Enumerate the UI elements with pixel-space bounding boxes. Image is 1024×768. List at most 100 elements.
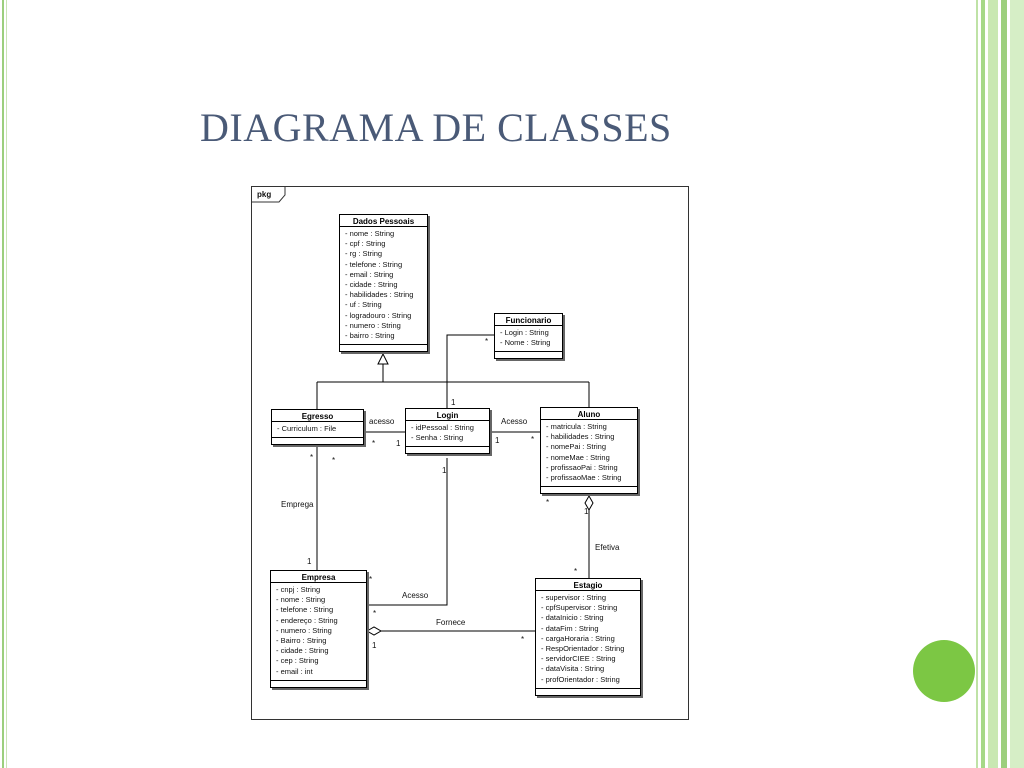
attribute: - email : String xyxy=(345,269,394,279)
attribute: - nome : String xyxy=(276,595,326,605)
pkg-label: pkg xyxy=(257,190,272,199)
attribute: - nomeMae : String xyxy=(546,452,610,462)
attribute: - bairro : String xyxy=(345,331,395,341)
multiplicity: * xyxy=(373,609,377,618)
attribute: - numero : String xyxy=(276,625,332,635)
attribute: - cnpj : String xyxy=(276,585,321,594)
assoc-label-emprega: Emprega xyxy=(281,500,314,509)
attribute: - habilidades : String xyxy=(546,432,615,442)
class-operations xyxy=(536,687,640,695)
generalization-arrow xyxy=(377,352,389,365)
attribute: - Nome : String xyxy=(500,338,551,348)
multiplicity: 1 xyxy=(451,398,456,407)
multiplicity: 1 xyxy=(396,439,401,448)
attribute: - rg : String xyxy=(345,249,383,259)
class-name: Estagio xyxy=(536,579,640,591)
attribute: - dataFim : String xyxy=(541,623,599,633)
attribute: - Bairro : String xyxy=(276,636,327,646)
attribute: - cidade : String xyxy=(345,280,398,290)
multiplicity: 1 xyxy=(307,557,312,566)
class-operations xyxy=(541,486,637,493)
multiplicity: 1 xyxy=(372,641,377,650)
attribute: - nomePai : String xyxy=(546,442,607,452)
attribute: - Senha : String xyxy=(411,433,464,443)
multiplicity: * xyxy=(369,575,373,584)
class-estagio: Estagio - supervisor : String - cpfSuper… xyxy=(535,578,641,696)
multiplicity: 1 xyxy=(442,466,447,475)
attribute: - numero : String xyxy=(345,320,401,330)
accent-circle xyxy=(913,640,975,702)
attribute: - matricula : String xyxy=(546,422,607,431)
uml-diagram-frame: pkg Dados Pessoais - nome : String - cpf… xyxy=(251,186,689,720)
diagram-connectors xyxy=(252,187,594,636)
attribute: - telefone : String xyxy=(276,605,334,615)
class-name: Login xyxy=(406,409,489,421)
class-name: Empresa xyxy=(271,571,366,583)
class-name: Egresso xyxy=(272,410,363,422)
multiplicity: * xyxy=(521,635,525,644)
class-attributes: - nome : String - cpf : String - rg : St… xyxy=(340,227,427,344)
attribute: - cpf : String xyxy=(345,239,386,249)
pkg-tag: pkg xyxy=(252,187,282,202)
multiplicity: * xyxy=(531,435,535,444)
class-attributes: - idPessoal : String - Senha : String xyxy=(406,421,489,446)
multiplicity: * xyxy=(546,498,550,507)
attribute: - cargaHoraria : String xyxy=(541,633,615,643)
class-egresso: Egresso - Curriculum : File xyxy=(271,409,364,446)
attribute: - cep : String xyxy=(276,656,319,666)
attribute: - RespOrientador : String xyxy=(541,644,625,654)
attribute: - supervisor : String xyxy=(541,593,607,602)
aggregation-diamond-empresa xyxy=(365,626,383,636)
right-decor-band xyxy=(976,0,1024,768)
multiplicity: * xyxy=(485,337,489,346)
multiplicity: * xyxy=(574,567,578,576)
class-attributes: - matricula : String - habilidades : Str… xyxy=(541,420,637,486)
assoc-label-acesso-aluno: Acesso xyxy=(501,417,528,426)
class-dados-pessoais: Dados Pessoais - nome : String - cpf : S… xyxy=(339,214,428,353)
attribute: - dataVisita : String xyxy=(541,664,605,674)
class-aluno: Aluno - matricula : String - habilidades… xyxy=(540,407,638,495)
attribute: - endereço : String xyxy=(276,615,338,625)
left-decor-line xyxy=(0,0,10,768)
class-login: Login - idPessoal : String - Senha : Str… xyxy=(405,408,490,455)
attribute: - logradouro : String xyxy=(345,310,412,320)
multiplicity: 1 xyxy=(495,436,500,445)
attribute: - cpfSupervisor : String xyxy=(541,603,618,613)
attribute: - Curriculum : File xyxy=(277,424,337,433)
attribute: - idPessoal : String xyxy=(411,423,474,432)
attribute: - dataInicio : String xyxy=(541,613,604,623)
class-name: Funcionario xyxy=(495,314,562,326)
class-attributes: - Login : String - Nome : String xyxy=(495,326,562,351)
attribute: - profissaoMae : String xyxy=(546,473,622,483)
attribute: - nome : String xyxy=(345,229,395,238)
multiplicity: * xyxy=(332,456,336,465)
assoc-label-efetiva: Efetiva xyxy=(595,543,620,552)
attribute: - email : int xyxy=(276,666,313,676)
multiplicity: * xyxy=(372,439,376,448)
slide-title: DIAGRAMA DE CLASSES xyxy=(200,105,672,150)
attribute: - habilidades : String xyxy=(345,290,414,300)
class-funcionario: Funcionario - Login : String - Nome : St… xyxy=(494,313,563,360)
attribute: - Login : String xyxy=(500,328,549,337)
class-operations xyxy=(406,446,489,453)
multiplicity: * xyxy=(310,453,314,462)
class-attributes: - supervisor : String - cpfSupervisor : … xyxy=(536,591,640,688)
class-name: Dados Pessoais xyxy=(340,215,427,227)
class-operations xyxy=(272,437,363,444)
attribute: - telefone : String xyxy=(345,259,403,269)
assoc-label-fornece: Fornece xyxy=(436,618,466,627)
class-attributes: - cnpj : String - nome : String - telefo… xyxy=(271,583,366,680)
class-name: Aluno xyxy=(541,408,637,420)
class-operations xyxy=(271,679,366,687)
attribute: - cidade : String xyxy=(276,646,329,656)
attribute: - profOrientador : String xyxy=(541,674,620,684)
class-attributes: - Curriculum : File xyxy=(272,422,363,437)
class-empresa: Empresa - cnpj : String - nome : String … xyxy=(270,570,367,688)
assoc-label-acesso-egresso: acesso xyxy=(369,417,395,426)
attribute: - profissaoPai : String xyxy=(546,462,618,472)
class-operations xyxy=(495,351,562,358)
class-operations xyxy=(340,344,427,351)
assoc-label-acesso-empresa: Acesso xyxy=(402,591,429,600)
multiplicity: 1 xyxy=(584,507,589,516)
attribute: - uf : String xyxy=(345,300,382,310)
